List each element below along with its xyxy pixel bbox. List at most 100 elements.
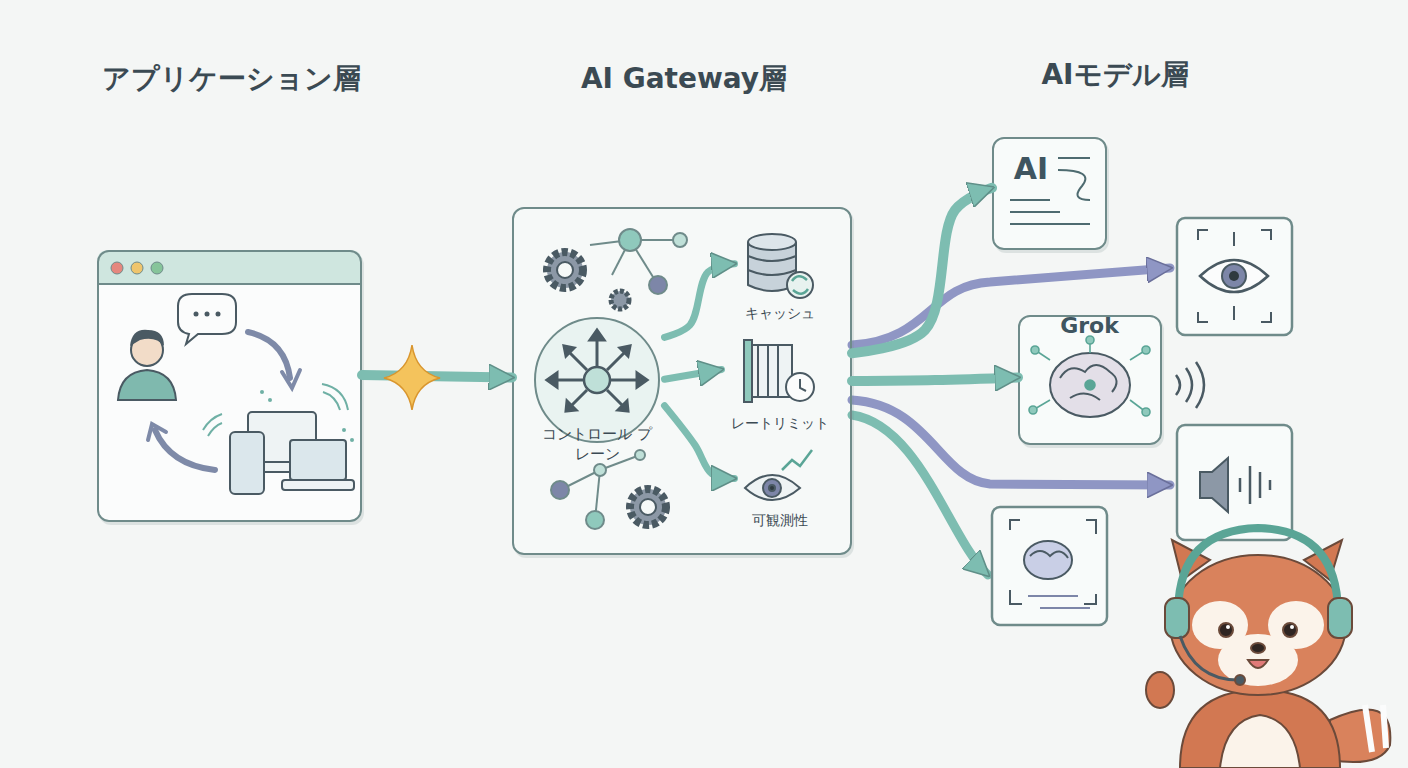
red-panda-mascot-part [1235,675,1245,685]
cycle-arrows-part [148,424,166,440]
observability-icon [745,450,812,500]
ai-box-art [992,137,1107,250]
user-icon-part [130,330,164,346]
control-plane-hub-part-part [564,346,574,356]
eye-model-box-part [1198,230,1271,322]
grok-brain-art-part-part [1085,380,1095,390]
control-plane: コントロール プレーン [530,310,665,465]
control-plane-hub [535,318,659,442]
grok-brain-art-part-part [1142,408,1150,416]
rate-limit-icon-part [786,373,814,401]
devices-icon-part [282,480,354,490]
devices-icon-part [268,398,272,402]
gear-icons-part [611,291,629,309]
node-label: コントロール プレーン [540,424,655,465]
speech-bubble-part [216,312,221,317]
network-graph-part [619,229,641,251]
speech-bubble [178,294,236,344]
gear-icons-part [630,489,666,525]
loop-model-box-part [1010,520,1096,604]
node-label: AI [1006,149,1056,190]
layer-heading: AIモデル層 [960,56,1270,94]
control-plane-hub-part-part [590,330,604,340]
network-graph-part [635,450,645,460]
rate-limit-icon-part [744,340,752,402]
eye-model-box-part [1200,260,1268,292]
rate-limit-icon-part [800,379,806,391]
control-plane-hub-part [547,330,647,411]
gateway-box: AI Gateway層コントロール プレーンキャッシュレートリミット可観測性 [512,207,852,555]
red-panda-mascot-part [1180,636,1238,680]
flow-arrow [665,264,735,338]
sparkle-part [384,345,440,410]
cycle-arrows-part [282,370,300,388]
user-icon [118,330,176,400]
rate-limit-component: レートリミット [722,338,838,432]
red-panda-mascot-part [1219,623,1233,637]
loop-model-box-part [1030,551,1068,558]
red-panda-mascot-part [1226,625,1230,629]
speech-bubble-part [178,294,236,344]
red-panda-mascot-part [1178,528,1338,610]
grok-brain-art-part [1060,365,1117,400]
rate-limit-icon-part [767,345,769,397]
rate-limit-icon-part [777,345,779,397]
ai-model-box: AI [992,137,1107,250]
node-label: 可観測性 [725,511,835,530]
cache-icon-part [792,276,808,294]
red-panda-mascot-part [1146,672,1174,708]
app-window-art-part [97,250,362,284]
control-plane-hub-part-part [618,401,628,411]
speaker-model-box [1177,425,1292,540]
fanout-arrows-part [852,415,988,575]
red-panda-mascot-part [1283,623,1297,637]
devices-icon-part [290,440,346,480]
sparkle [384,345,440,410]
node-label: AI Gateway層 [474,60,894,98]
eye-model-box-part [1233,232,1235,246]
cache-icon [748,234,813,298]
devices-icon-part [322,384,348,410]
network-graph-part [594,464,606,476]
cache-component: キャッシュ [735,230,825,325]
network-graph-part [551,481,569,499]
red-panda-mascot-part [1248,660,1268,668]
red-panda-mascot-part [1170,555,1346,695]
flow-arrow [362,375,512,377]
loop-model-box-part [1024,541,1072,579]
eye-model-box-part [1177,218,1292,335]
speaker-model-box-part [1200,458,1228,512]
grok-brain-art-part-part [1031,346,1039,354]
eye-model-box-part [1229,271,1239,281]
grok-brain-art-part [1176,362,1204,408]
loop-model-box-part [1028,596,1090,608]
red-panda-mascot-part [1165,598,1189,638]
cache-icon-part [748,234,796,250]
flow-arrow [665,406,735,479]
grok-model-box: Grok [1018,315,1162,445]
red-panda-mascot-part [1365,705,1386,752]
network-graph-part [649,276,667,294]
red-panda-mascot [1146,528,1390,768]
observability-icon-part [745,475,800,500]
gear-icons-part [640,499,656,515]
red-panda-mascot-part [1220,715,1300,768]
cache-icon-part [748,256,796,275]
grok-brain-art-part [1050,353,1130,417]
devices-icon-part [350,438,354,442]
devices-icon-part [203,414,222,436]
control-plane-hub-part-part [547,373,557,387]
flow-arrow [665,369,722,379]
observability-icon-part [769,485,775,491]
flow-arrow [852,188,992,353]
loop-model-box-part [992,507,1107,625]
speaker-model-box-part [1240,466,1270,504]
app-window-art-part [111,262,123,274]
gateway-box-fill [512,207,852,555]
red-panda-mascot-part [1180,690,1340,768]
rate-limit-icon-part [757,345,759,397]
devices-icon [203,384,354,494]
node-label: アプリケーション層 [39,60,424,98]
